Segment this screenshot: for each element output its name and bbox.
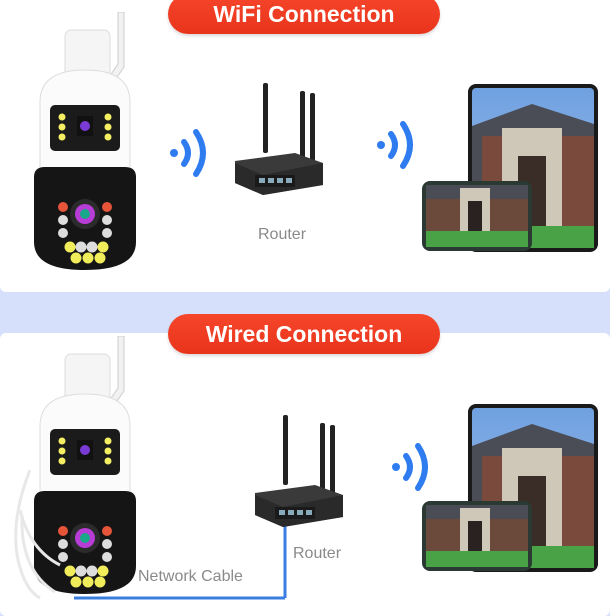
network-cable-label: Network Cable xyxy=(138,568,243,585)
router-icon xyxy=(255,415,343,527)
wifi-connection-title: WiFi Connection xyxy=(168,0,440,34)
wifi-signal-icon xyxy=(375,120,425,172)
wifi-signal-icon xyxy=(168,128,218,180)
router-label: Router xyxy=(293,545,342,562)
router-label: Router xyxy=(258,226,307,243)
router-icon xyxy=(235,83,323,195)
wired-connection-title: Wired Connection xyxy=(168,314,440,354)
camera-icon xyxy=(33,12,137,271)
devices-icon xyxy=(422,404,598,572)
cable-icon xyxy=(14,470,287,600)
devices-icon xyxy=(422,84,598,252)
